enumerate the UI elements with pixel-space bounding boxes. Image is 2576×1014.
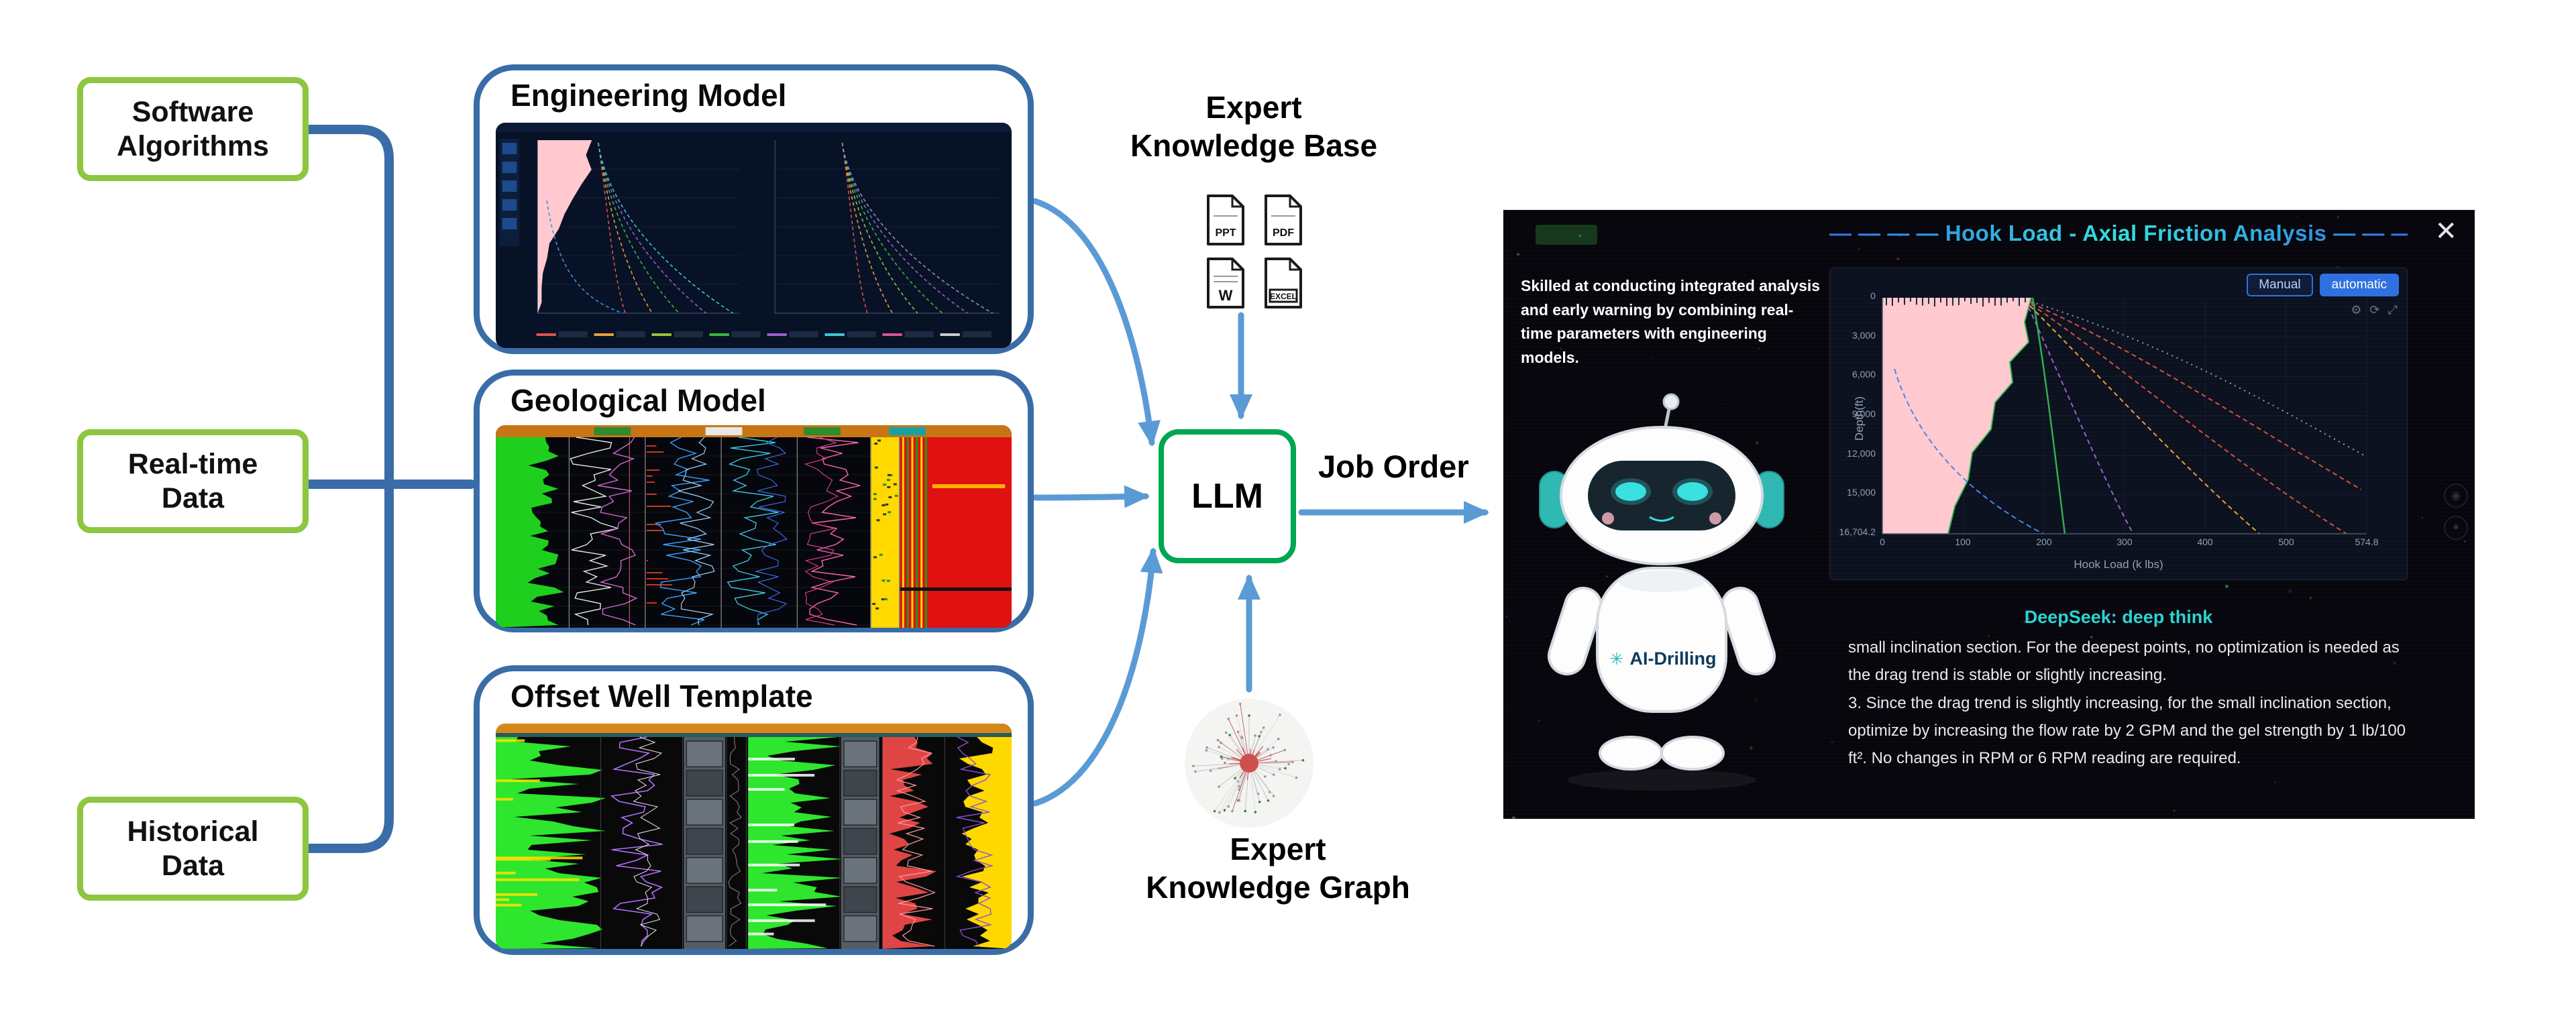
y-tick: 15,000	[1847, 487, 1876, 498]
input-box-realtime-data: Real-time Data	[77, 429, 309, 533]
y-axis-label: Depth(ft)	[1853, 396, 1866, 441]
pdf-file-icon: PDF	[1265, 194, 1302, 245]
arrow-geological-to-llm	[1032, 485, 1150, 508]
llm-box: LLM	[1159, 429, 1296, 563]
close-button[interactable]: ✕	[2434, 217, 2457, 246]
expand-icon[interactable]: ⤢	[2387, 303, 2398, 317]
x-tick: 300	[2116, 537, 2133, 547]
kg-label-line1: Expert	[1230, 832, 1326, 866]
x-tick: 0	[1880, 537, 1885, 547]
x-tick: 400	[2197, 537, 2213, 547]
svg-text:W: W	[1219, 287, 1233, 304]
expert-knowledge-base-label: Expert Knowledge Base	[1053, 89, 1455, 165]
input-label: Algorithms	[117, 129, 269, 162]
offset-well-template-preview	[496, 724, 1012, 949]
robot-logo-icon: ✳	[1609, 649, 1624, 669]
y-tick: 0	[1870, 290, 1876, 301]
arrow-offset-to-llm	[1032, 547, 1163, 807]
word-file-icon: W	[1207, 258, 1244, 308]
arrow-engineering-to-llm	[1032, 198, 1161, 447]
panel-title: Engineering Model	[511, 78, 787, 113]
result-title: — — — — Hook Load - Axial Friction Analy…	[1829, 221, 2408, 246]
expert-knowledge-graph-label: Expert Knowledge Graph	[1110, 830, 1446, 907]
panel-geological-model: Geological Model	[474, 370, 1034, 632]
y-tick: 12,000	[1847, 448, 1876, 459]
y-tick: 3,000	[1851, 330, 1876, 341]
excel-file-icon: EXCEL	[1265, 258, 1302, 308]
title-dashes-right: — — — —	[2333, 221, 2443, 245]
input-label: Data	[161, 849, 225, 882]
robot-mascot: ✳ AI-Drilling	[1515, 386, 1811, 801]
decorative-badge	[1536, 225, 1597, 245]
panel-title: Offset Well Template	[511, 679, 813, 714]
analysis-line: 3. Since the drag trend is slightly incr…	[1848, 693, 2392, 712]
x-axis-label: Hook Load (k lbs)	[2074, 558, 2163, 571]
geological-model-preview	[496, 425, 1012, 628]
svg-text:EXCEL: EXCEL	[1270, 292, 1297, 301]
x-tick: 500	[2278, 537, 2294, 547]
assistant-intro-text: Skilled at conducting integrated analysi…	[1521, 277, 1821, 366]
gear-icon[interactable]: ⚙	[2351, 303, 2362, 317]
robot-illustration	[1539, 393, 1784, 791]
input-label: Historical	[127, 815, 259, 848]
knowledge-base-documents: PPT PDF W EXCEL	[1201, 193, 1307, 310]
analysis-line: ft². No changes in RPM or 6 RPM reading …	[1848, 749, 2241, 768]
input-label: Data	[161, 482, 225, 514]
kg-label-line2: Knowledge Graph	[1146, 870, 1410, 905]
y-tick: 6,000	[1851, 369, 1876, 380]
manual-button[interactable]: Manual	[2247, 274, 2313, 296]
x-tick: 100	[1955, 537, 1971, 547]
y-tick: 9,000	[1851, 408, 1876, 419]
input-box-historical-data: Historical Data	[77, 797, 309, 901]
job-order-label: Job Order	[1318, 449, 1469, 484]
panel-engineering-model: Engineering Model	[474, 64, 1034, 354]
refresh-icon[interactable]: ⟳	[2369, 303, 2380, 317]
floating-icon[interactable]: ◉	[2444, 484, 2468, 508]
knowledge-graph-image	[1185, 699, 1313, 828]
robot-brand-label: AI-Drilling	[1629, 649, 1717, 669]
svg-text:PDF: PDF	[1273, 227, 1294, 239]
input-label: Real-time	[127, 447, 258, 480]
deepseek-label: DeepSeek: deep think	[2024, 607, 2213, 627]
hook-load-chart: 0 3,000 6,000 9,000 12,000 15,000 16,704…	[1829, 268, 2408, 580]
engineering-model-preview	[496, 123, 1012, 348]
kb-label-line2: Knowledge Base	[1130, 128, 1378, 164]
hook-load-plot	[1882, 297, 2367, 534]
input-label: Software	[131, 95, 254, 128]
title-dashes-left: — — — —	[1829, 221, 1939, 245]
svg-text:PPT: PPT	[1215, 227, 1236, 239]
input-box-software-algorithms: Software Algorithms	[77, 77, 309, 181]
llm-label: LLM	[1191, 477, 1263, 516]
ppt-file-icon: PPT	[1207, 194, 1244, 245]
analysis-line: small inclination section. For the deepe…	[1848, 638, 2400, 657]
floating-icon[interactable]: ✦	[2444, 516, 2468, 540]
title-text: Hook Load - Axial Friction Analysis	[1945, 221, 2327, 245]
analysis-line: optimize by increasing the flow rate by …	[1848, 721, 2406, 740]
x-tick: 200	[2036, 537, 2052, 547]
kb-label-line1: Expert	[1205, 90, 1302, 125]
analysis-line: the drag trend is stable or slightly inc…	[1848, 666, 2167, 685]
analysis-text: small inclination section. For the deepe…	[1848, 634, 2425, 772]
input-bracket	[304, 125, 476, 853]
result-panel: ✕ — — — — Hook Load - Axial Friction Ana…	[1503, 210, 2475, 819]
x-tick: 574.8	[2355, 537, 2379, 547]
y-tick: 16,704.2	[1839, 526, 1876, 537]
panel-title: Geological Model	[511, 383, 766, 418]
automatic-button[interactable]: automatic	[2319, 274, 2399, 296]
panel-offset-well-template: Offset Well Template	[474, 665, 1034, 955]
